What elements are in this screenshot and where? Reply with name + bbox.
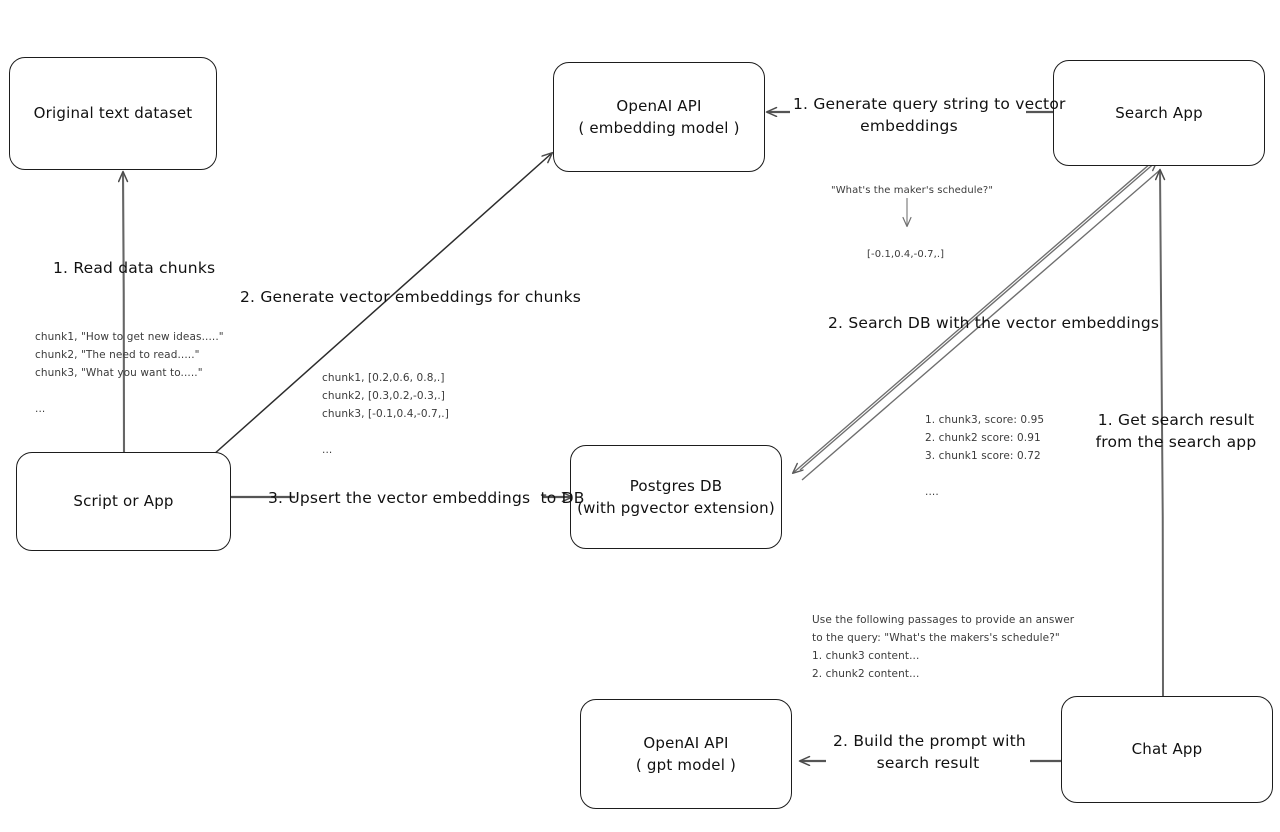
node-script-or-app[interactable]: Script or App bbox=[16, 452, 231, 551]
node-original-text-dataset-label: Original text dataset bbox=[33, 104, 193, 123]
node-openai-api-embedding[interactable]: OpenAI API ( embedding model ) bbox=[553, 62, 765, 172]
edge-label-generate-query-embeddings: 1. Generate query string to vector embed… bbox=[793, 95, 1066, 136]
annotation-query-vector: [-0.1,0.4,-0.7,.] bbox=[867, 249, 945, 260]
node-openai-api-embedding-line1: OpenAI API bbox=[616, 96, 702, 115]
annotation-query-string: "What's the maker's schedule?" bbox=[831, 185, 994, 196]
node-postgres-db[interactable]: Postgres DB (with pgvector extension) bbox=[570, 445, 782, 549]
edge-label-upsert-embeddings: 3. Upsert the vector embeddings to DB bbox=[268, 489, 585, 507]
node-postgres-db-line1: Postgres DB bbox=[629, 476, 723, 495]
node-postgres-db-line2: (with pgvector extension) bbox=[577, 499, 775, 517]
annotation-chunk-vectors: chunk1, [0.2,0.6, 0.8,.] chunk2, [0.3,0.… bbox=[322, 372, 449, 457]
edge-label-get-search-result: 1. Get search result from the search app bbox=[1095, 411, 1257, 452]
node-chat-app[interactable]: Chat App bbox=[1061, 696, 1273, 803]
node-openai-api-gpt-line2: ( gpt model ) bbox=[635, 756, 737, 774]
node-search-app[interactable]: Search App bbox=[1053, 60, 1265, 166]
edge-label-generate-embeddings: 2. Generate vector embeddings for chunks bbox=[240, 288, 582, 306]
edge-label-build-prompt: 2. Build the prompt with search result bbox=[833, 732, 1026, 773]
node-search-app-label: Search App bbox=[1115, 103, 1203, 122]
node-openai-api-embedding-line2: ( embedding model ) bbox=[578, 119, 740, 137]
node-chat-app-label: Chat App bbox=[1131, 740, 1203, 759]
annotation-prompt-text: Use the following passages to provide an… bbox=[812, 614, 1075, 681]
node-openai-api-gpt-line1: OpenAI API bbox=[643, 733, 729, 752]
annotation-raw-chunks: chunk1, "How to get new ideas....." chun… bbox=[35, 331, 224, 416]
annotation-search-results: 1. chunk3, score: 0.95 2. chunk2 score: … bbox=[925, 414, 1045, 499]
node-script-or-app-label: Script or App bbox=[73, 492, 174, 511]
node-original-text-dataset[interactable]: Original text dataset bbox=[9, 57, 217, 170]
edge-label-read-data-chunks: 1. Read data chunks bbox=[53, 259, 216, 277]
node-openai-api-gpt[interactable]: OpenAI API ( gpt model ) bbox=[580, 699, 792, 809]
edge-label-search-db: 2. Search DB with the vector embeddings bbox=[828, 314, 1160, 332]
